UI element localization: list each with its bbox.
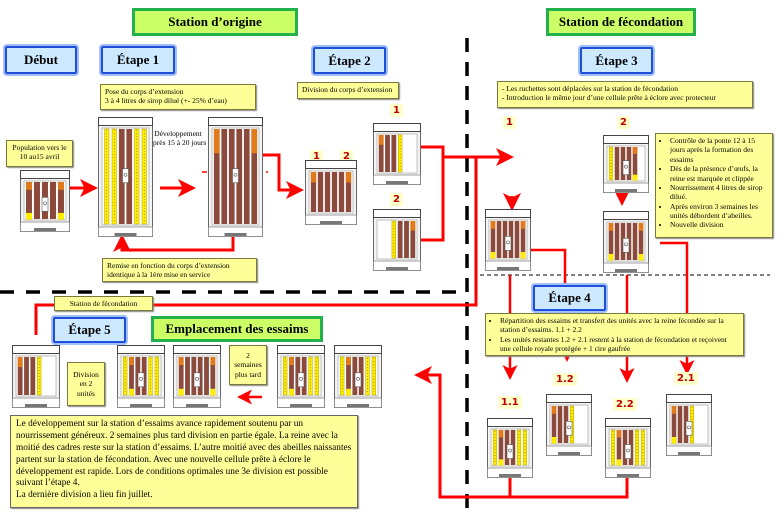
hive-u12: [546, 394, 592, 456]
step-5: Étape 5: [53, 317, 126, 343]
section-title-essaims: Emplacement des essaims: [151, 316, 323, 342]
note-step3: - Les ruchettes sont déplacées sur la st…: [497, 81, 753, 108]
note-control: Contrôle de la ponte 12 à 15 jours après…: [655, 133, 773, 238]
hive-step5-d: [334, 345, 382, 408]
note-step1-line1: Pose du corps d’extension: [105, 87, 184, 96]
step-2: Étape 2: [313, 47, 386, 74]
step-start: Début: [5, 46, 77, 74]
hive-step3-unit-2-after: [603, 211, 649, 273]
hive-step1-extended: [98, 117, 153, 237]
note-step1-line2: 3 à 4 litres de sirop dilué (+- 25% d’ea…: [105, 96, 227, 106]
hive-u11: [487, 418, 533, 478]
hive-u22: [605, 418, 651, 478]
summary-paragraph: Le développement sur la station d’essaim…: [16, 419, 352, 489]
section-title-fecondation: Station de fécondation: [546, 8, 696, 36]
note-control-item: Dès de la présence d’œufs, la reine est …: [670, 164, 768, 183]
note-division: Division en 2 unités: [67, 362, 105, 406]
note-development: Développement après 15 à 20 jours: [149, 129, 207, 148]
step-4: Étape 4: [533, 285, 606, 311]
label-split-2: 2: [340, 150, 353, 163]
note-step4-item: Répartition des essaims et transfert des…: [500, 316, 739, 335]
note-control-item: Nourrissement 4 litres de sirop dilué.: [670, 183, 768, 202]
summary-paragraph: La dernière division a lieu fin juillet.: [16, 490, 153, 501]
note-step4-item: Les unités restantes 1.2 + 2.1 restent à…: [500, 335, 739, 354]
hive-step5-b: [173, 345, 221, 408]
note-two-weeks: 2 semaines plus tard: [229, 345, 267, 385]
hive-step3-unit-2-before: [603, 135, 649, 193]
label-unit-1: 1: [390, 104, 403, 117]
step-3: Étape 3: [580, 47, 653, 74]
note-remise: Remise en fonction du corps d’extension …: [102, 258, 257, 282]
note-control-item: Contrôle de la ponte 12 à 15 jours après…: [670, 136, 768, 164]
label-u12: 1.2: [553, 373, 577, 386]
note-population: Population vers le 10 au15 avril: [6, 140, 73, 167]
hive-step1-developed: [208, 117, 263, 237]
note-control-item: Après environ 3 semaines les unités débo…: [670, 202, 768, 221]
note-step4: Répartition des essaims et transfert des…: [485, 313, 744, 356]
step-1: Étape 1: [101, 46, 175, 74]
note-step3-item: - Introduction le même jour d’une cellul…: [502, 93, 716, 103]
summary-text: Le développement sur la station d’essaim…: [10, 415, 358, 508]
hive-step2-unit-2: [373, 209, 421, 271]
hive-step2-split: [305, 160, 357, 225]
note-step1: Pose du corps d’extension 3 à 4 litres d…: [100, 84, 256, 110]
label-unit-2: 2: [390, 193, 403, 206]
label-s3-unit-2: 2: [617, 116, 630, 129]
label-u11: 1.1: [498, 396, 522, 409]
note-station-fecondation: Station de fécondation: [54, 296, 153, 311]
label-u21: 2.1: [674, 372, 698, 385]
hive-step5-fecondation: [12, 345, 60, 408]
label-u22: 2.2: [613, 398, 637, 411]
hive-step5-c: [277, 345, 325, 408]
hive-step5-a: [117, 345, 165, 408]
section-title-origin: Station d’origine: [132, 8, 298, 36]
note-control-item: Nouvelle division: [670, 220, 768, 229]
note-remise-line1: Remise en fonction du corps d’extension: [107, 261, 230, 270]
label-split-1: 1: [310, 150, 323, 163]
hive-start: [20, 170, 70, 232]
label-s3-unit-1: 1: [503, 116, 516, 129]
hive-step3-unit-1: [485, 209, 531, 271]
note-step2: Division du corps d’extension: [297, 82, 399, 99]
note-step3-item: - Les ruchettes sont déplacées sur la st…: [502, 84, 678, 93]
note-remise-line2: identique à la 1ère mise en service: [107, 270, 211, 280]
hive-step2-unit-1: [373, 123, 421, 185]
hive-u21: [666, 394, 712, 456]
